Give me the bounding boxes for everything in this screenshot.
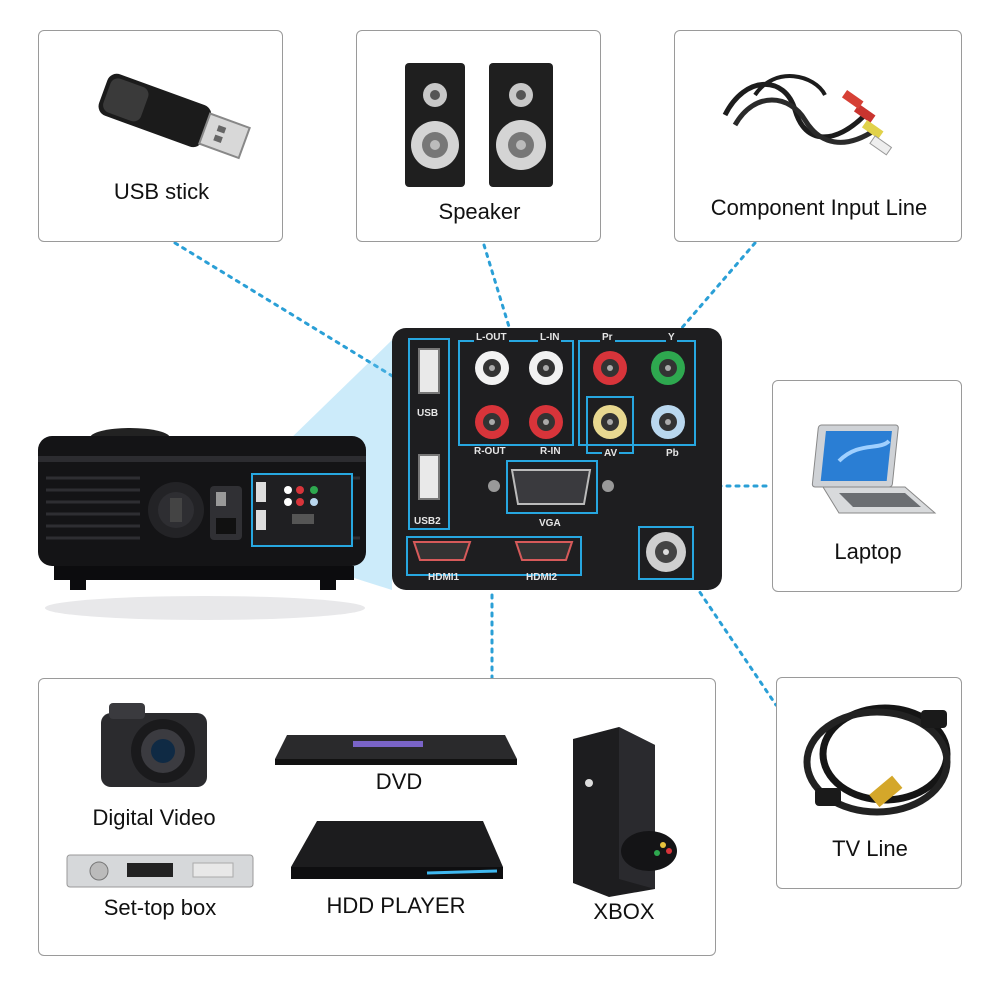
vga-label: VGA	[539, 518, 561, 529]
tv-line-label: TV Line	[832, 836, 908, 861]
speaker-icon	[405, 63, 553, 187]
hdd-player-label: HDD PLAYER	[326, 893, 466, 918]
rca-jack-l-in[interactable]	[529, 351, 563, 385]
set-top-box-icon	[66, 854, 254, 888]
xbox-icon	[573, 727, 677, 897]
component-input-line-card: Component Input Line	[674, 30, 962, 242]
rca-jack-y[interactable]	[651, 351, 685, 385]
hdd-player-icon	[291, 821, 503, 879]
set-top-box-label: Set-top box	[103, 895, 217, 920]
projector-icon	[38, 428, 366, 620]
component-input-line-label: Component Input Line	[710, 195, 928, 220]
pr-label: Pr	[600, 332, 615, 343]
pb-label: Pb	[664, 448, 681, 459]
speaker-card: Speaker	[356, 30, 601, 242]
hdmi-highlight	[406, 536, 582, 576]
usb-port-2[interactable]	[418, 454, 440, 500]
tv-line-card: TV Line	[776, 677, 962, 889]
rca-jacks	[412, 351, 686, 572]
usb-port-1[interactable]	[418, 348, 440, 394]
usb-stick-card: USB stick	[38, 30, 283, 242]
rca-jack-r-out[interactable]	[475, 405, 509, 439]
usb-stick-label: USB stick	[113, 179, 210, 204]
y-label: Y	[666, 332, 677, 343]
laptop-label: Laptop	[834, 539, 902, 564]
usb-stick-icon	[98, 73, 251, 160]
camera-icon	[101, 703, 207, 787]
rca-jack-r-in[interactable]	[529, 405, 563, 439]
laptop-icon	[811, 424, 937, 514]
rca-jack-pr[interactable]	[593, 351, 627, 385]
vga-highlight	[506, 460, 598, 514]
tv-cable-icon	[803, 704, 951, 816]
digital-video-label: Digital Video	[92, 805, 216, 830]
xbox-label: XBOX	[593, 899, 655, 924]
component-highlight	[578, 340, 696, 446]
rca-jack-l-out[interactable]	[475, 351, 509, 385]
speaker-label: Speaker	[438, 199, 521, 224]
vga-screw-left	[488, 480, 500, 492]
rca-jack-pb[interactable]	[651, 405, 685, 439]
hdmi-devices-card: Digital Video Set-top box DVD HDD PLAYER…	[38, 678, 716, 956]
r-in-label: R-IN	[538, 446, 563, 457]
tv-coax-highlight	[638, 526, 694, 580]
hdmi1-label: HDMI1	[428, 572, 460, 583]
usb-highlight	[408, 338, 450, 530]
speaker-connector-line	[482, 243, 512, 332]
component-connector-line	[678, 241, 757, 332]
laptop-card: Laptop	[772, 380, 962, 592]
hdmi2-port	[514, 541, 574, 561]
l-out-label: L-OUT	[474, 332, 509, 343]
vga-screw-right	[602, 480, 614, 492]
r-out-label: R-OUT	[472, 446, 508, 457]
connection-panel: USB USB2 L-OUT L-IN R-OUT R-IN Pr Y AV P…	[392, 328, 722, 590]
dvd-label: DVD	[375, 769, 423, 794]
usb-connector-line	[173, 241, 414, 390]
usb-label: USB	[417, 408, 439, 419]
hdmi2-label: HDMI2	[526, 572, 558, 583]
hdmi1-port	[412, 541, 472, 561]
dvd-player-icon	[275, 735, 517, 765]
l-in-label: L-IN	[538, 332, 562, 343]
av-label: AV	[602, 448, 620, 459]
av-cable-icon	[722, 74, 893, 156]
audio-highlight	[458, 340, 574, 446]
rca-jack-av[interactable]	[593, 405, 627, 439]
vga-port	[510, 469, 592, 505]
usb2-label: USB2	[414, 516, 441, 527]
